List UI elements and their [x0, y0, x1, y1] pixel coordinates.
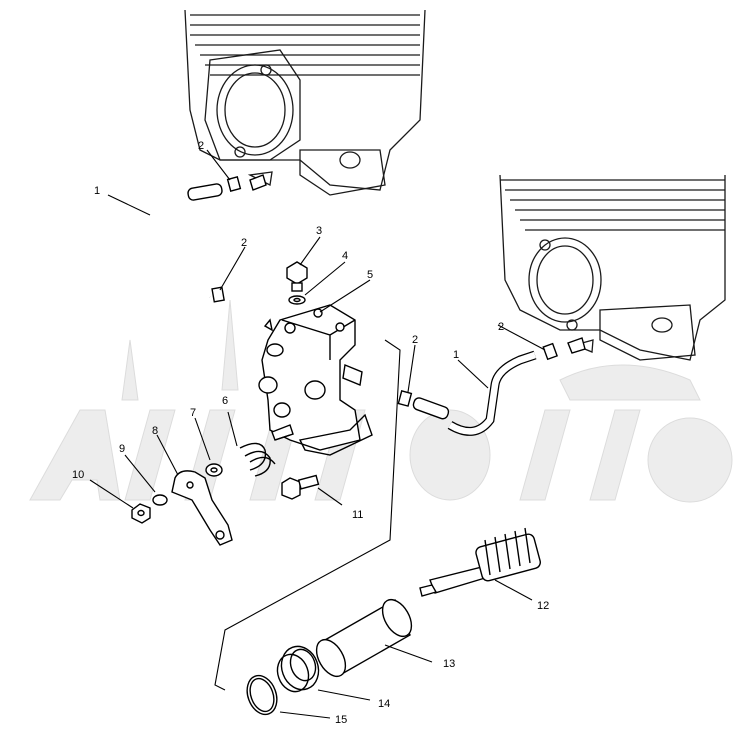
pump-control-lever — [171, 470, 233, 546]
hose-clamp-2 — [211, 286, 225, 303]
return-spring — [239, 434, 291, 477]
watermark-logo — [29, 299, 733, 503]
callout-2-upper-mid: 2 — [241, 237, 247, 249]
callout-3: 3 — [316, 225, 322, 237]
assembly-centerline — [214, 339, 401, 691]
hose-clamp-1 — [226, 174, 267, 192]
callout-11: 11 — [352, 509, 363, 521]
callout-9: 9 — [119, 443, 125, 455]
callout-1-lower: 1 — [453, 349, 459, 361]
mounting-bolt — [281, 474, 320, 500]
callout-8: 8 — [152, 425, 158, 437]
oil-line-upper — [144, 183, 223, 300]
callout-14: 14 — [378, 698, 390, 710]
lever-nut — [131, 503, 151, 524]
leader-lines — [89, 149, 546, 719]
callout-2-right-upper: 2 — [498, 321, 504, 333]
callout-labels: 1 2 2 3 4 5 2 2 1 6 7 8 9 10 11 12 13 14… — [72, 140, 549, 726]
callout-2-lower-mid: 2 — [412, 334, 418, 346]
callout-15: 15 — [335, 714, 347, 726]
callout-1-upper: 1 — [94, 185, 100, 197]
engine-cylinder-top — [184, 9, 426, 196]
callout-7: 7 — [190, 407, 196, 419]
oil-pump-body — [258, 304, 373, 456]
banjo-bolt — [286, 261, 308, 292]
hose-clamp-3 — [397, 390, 413, 407]
oil-line-lower — [412, 350, 537, 436]
lock-washer — [152, 494, 168, 506]
callout-2-upper-left: 2 — [198, 140, 204, 152]
hose-clamp-4 — [542, 337, 586, 361]
callout-4: 4 — [342, 250, 348, 262]
o-ring — [246, 674, 278, 716]
pump-drive-shaft — [419, 527, 541, 597]
engine-cylinder-right — [499, 174, 726, 361]
oil-seal — [276, 645, 320, 693]
callout-5: 5 — [367, 269, 373, 281]
callout-6: 6 — [222, 395, 228, 407]
drive-sleeve — [315, 598, 413, 678]
sealing-washer — [288, 295, 306, 305]
callout-13: 13 — [443, 658, 455, 670]
washer-7 — [205, 463, 223, 477]
callout-12: 12 — [537, 600, 549, 612]
callout-10: 10 — [72, 469, 84, 481]
